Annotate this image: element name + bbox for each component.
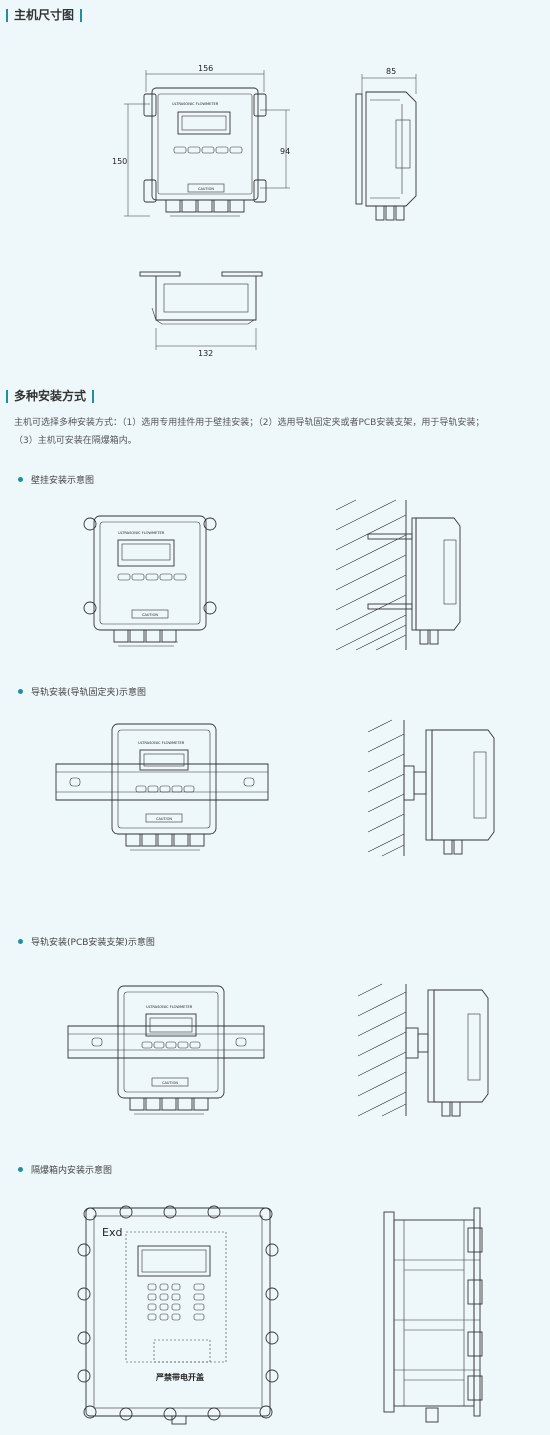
svg-text:CAUTION: CAUTION (142, 613, 158, 617)
title-bar-right (92, 389, 95, 403)
front-dimension-drawing: 156 150 94 ULTRASONIC FLOWMETER CAUTION (112, 64, 290, 217)
side-dimension-drawing: 85 (355, 67, 417, 221)
svg-text:ULTRASONIC FLOWMETER: ULTRASONIC FLOWMETER (172, 102, 219, 106)
wall-side-drawing (335, 499, 461, 651)
bullet-dot (18, 1167, 23, 1172)
intro-line-1: 主机可选择多种安装方式：（1）选用专用挂件用于壁挂安装；（2）选用导轨固定夹或者… (14, 418, 485, 428)
dim-height-left: 150 (112, 157, 127, 166)
section-title-install: 多种安装方式 (6, 388, 95, 404)
intro-line-2: （3）主机可安装在隔爆箱内。 (14, 436, 137, 446)
rail-pcb-side-drawing (357, 983, 489, 1117)
title-bar-left (6, 389, 8, 403)
bullet-rail-clip-label: 导轨安装(导轨固定夹)示意图 (31, 688, 147, 698)
svg-text:CAUTION: CAUTION (198, 187, 214, 191)
dim-depth: 85 (386, 67, 396, 76)
rail-clip-side-drawing (367, 719, 495, 857)
install-title-text: 多种安装方式 (14, 389, 87, 403)
explosion-box-side-drawing (383, 1207, 483, 1423)
bullet-rail-pcb-label: 导轨安装(PCB安装支架)示意图 (31, 938, 155, 948)
title-bar-left (6, 8, 8, 22)
bullet-wall-label: 壁挂安装示意图 (31, 476, 95, 486)
exd-mark: Exd (102, 1226, 122, 1239)
bullet-dot (18, 939, 23, 944)
dimensions-title-text: 主机尺寸图 (14, 8, 75, 22)
svg-text:ULTRASONIC FLOWMETER: ULTRASONIC FLOWMETER (118, 531, 165, 535)
bullet-explosion: 隔爆箱内安装示意图 (18, 1163, 112, 1176)
bullet-wall: 壁挂安装示意图 (18, 473, 94, 486)
rail-pcb-front-drawing: ULTRASONIC FLOWMETER CAUTION (67, 985, 265, 1115)
explosion-box-front-drawing: Exd 严禁带电开盖 (77, 1205, 279, 1425)
dim-width-top: 156 (198, 64, 213, 73)
bottom-dimension-drawing: 132 (139, 271, 263, 358)
svg-text:ULTRASONIC FLOWMETER: ULTRASONIC FLOWMETER (138, 741, 185, 745)
section-title-dimensions: 主机尺寸图 (6, 7, 83, 23)
svg-text:ULTRASONIC FLOWMETER: ULTRASONIC FLOWMETER (146, 1005, 193, 1009)
svg-text:CAUTION: CAUTION (156, 817, 172, 821)
wall-front-drawing: ULTRASONIC FLOWMETER CAUTION (83, 515, 217, 647)
svg-text:CAUTION: CAUTION (162, 1081, 178, 1085)
title-bar-right (80, 8, 83, 22)
bullet-dot (18, 477, 23, 482)
bullet-rail-pcb: 导轨安装(PCB安装支架)示意图 (18, 935, 155, 948)
explosion-warning: 严禁带电开盖 (155, 1372, 204, 1382)
dim-height-right: 94 (280, 147, 290, 156)
bullet-dot (18, 689, 23, 694)
dim-bottom-width: 132 (198, 349, 213, 358)
bullet-explosion-label: 隔爆箱内安装示意图 (31, 1166, 113, 1176)
bullet-rail-clip: 导轨安装(导轨固定夹)示意图 (18, 685, 146, 698)
rail-clip-front-drawing: ULTRASONIC FLOWMETER CAUTION (55, 723, 269, 851)
